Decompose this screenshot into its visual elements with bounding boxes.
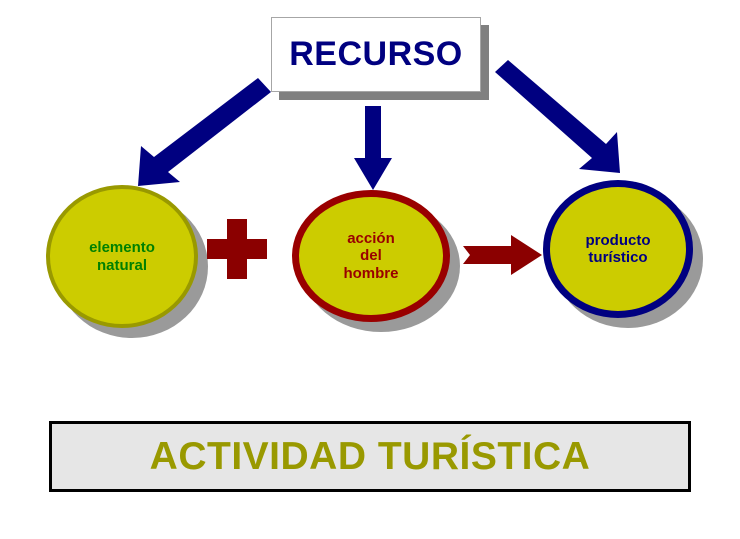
node-producto-turistico[interactable]: producto turístico: [543, 180, 693, 318]
arrow-recurso-to-elemento: [138, 78, 271, 186]
recurso-label: RECURSO: [289, 35, 463, 73]
arrow-recurso-to-producto: [495, 60, 620, 173]
actividad-turistica-label: ACTIVIDAD TURÍSTICA: [149, 434, 591, 478]
node-accion-del-hombre[interactable]: acción del hombre: [292, 190, 450, 322]
node-producto-turistico-label: producto turístico: [585, 231, 651, 266]
arrow-accion-to-producto: [463, 235, 542, 275]
recurso-box[interactable]: RECURSO: [271, 17, 481, 92]
node-elemento-natural-label: elemento natural: [89, 239, 155, 274]
actividad-turistica-banner[interactable]: ACTIVIDAD TURÍSTICA: [49, 421, 691, 492]
node-elemento-natural[interactable]: elemento natural: [46, 185, 198, 328]
node-accion-del-hombre-label: acción del hombre: [343, 230, 399, 282]
arrow-recurso-to-accion: [354, 106, 392, 190]
plus-operator-icon: [207, 219, 267, 279]
plus-vertical-bar: [227, 219, 247, 279]
